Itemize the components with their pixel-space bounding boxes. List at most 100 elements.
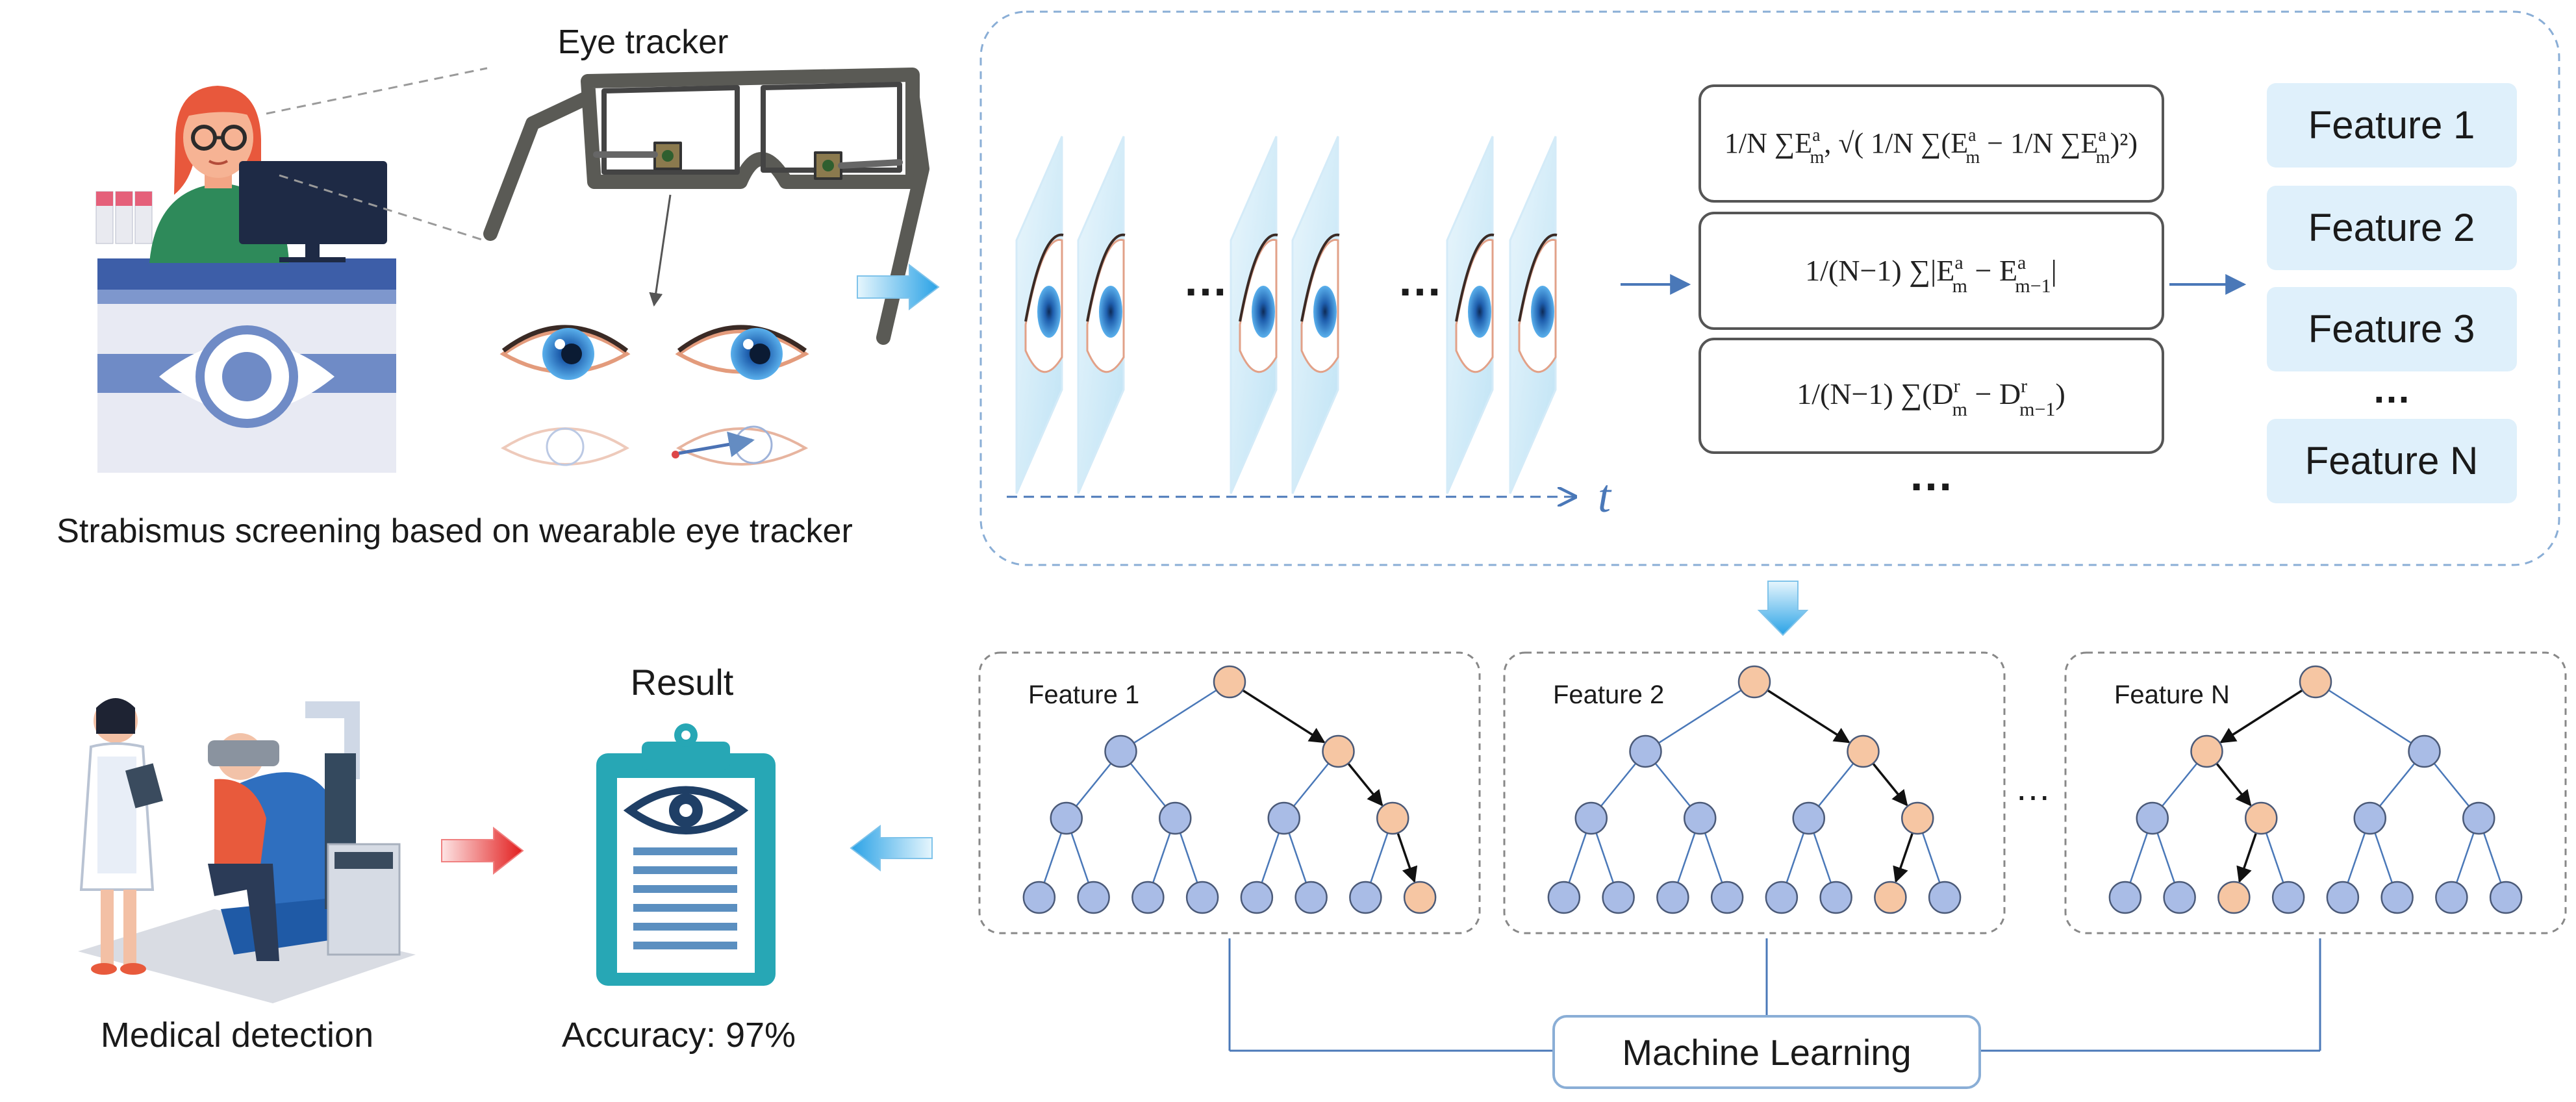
tree-edge xyxy=(1754,681,1850,744)
tree-node xyxy=(2380,881,2414,914)
tree-node xyxy=(1022,881,1056,914)
tree-node xyxy=(1077,881,1110,914)
tree-node xyxy=(1322,734,1355,768)
tree-node xyxy=(1403,881,1437,914)
tree-node xyxy=(2408,734,2441,768)
decision-trees: Feature 1 Feature 2 Feature N xyxy=(978,651,2567,934)
feature-label: Feature 3 xyxy=(2308,307,2475,351)
tree-edge xyxy=(1645,681,1755,753)
tree-node xyxy=(1819,881,1852,914)
tree-node xyxy=(1349,881,1382,914)
tree-node xyxy=(1131,881,1165,914)
tree-node xyxy=(1737,665,1771,699)
tree-node xyxy=(1602,881,1635,914)
feature-label: Feature 2 xyxy=(2308,206,2475,249)
left-eye-icon xyxy=(499,325,631,380)
tree-panel xyxy=(1503,651,2006,934)
ellipsis-features: … xyxy=(2372,368,2411,411)
tree-node xyxy=(1213,665,1246,699)
right-eye-outline-icon xyxy=(672,425,809,466)
tree-node xyxy=(2462,801,2495,835)
flow-arrow-red-icon xyxy=(441,826,524,875)
tree-node xyxy=(1629,734,1662,768)
tree-edge xyxy=(2219,681,2316,744)
tree-node xyxy=(1928,881,1962,914)
tree-label: Feature 1 xyxy=(1028,681,1139,709)
machine-learning-label: Machine Learning xyxy=(1622,1032,1911,1073)
svg-text:1/N ∑Eam, √( 1/N ∑(Eam − 1/N ∑: 1/N ∑Eam, √( 1/N ∑(Eam − 1/N ∑Eam)²) xyxy=(1724,125,2138,168)
svg-text:1/(N−1) ∑(Drm − Drm−1): 1/(N−1) ∑(Drm − Drm−1) xyxy=(1797,375,2065,420)
tree-node xyxy=(1104,734,1137,768)
eye-frame xyxy=(1077,136,1126,494)
zoom-guide-line xyxy=(279,174,485,242)
eye-images xyxy=(499,325,809,466)
machine-learning-box xyxy=(1552,1015,1981,1089)
medical-detection-label: Medical detection xyxy=(101,1016,373,1055)
tree-node xyxy=(2217,881,2251,914)
feature-label: Feature N xyxy=(2305,439,2479,482)
tree-node xyxy=(1050,801,1083,835)
ellipsis-trees: … xyxy=(2015,767,2051,808)
tree-node xyxy=(2163,881,2196,914)
pointer-arrow xyxy=(649,194,672,307)
tree-node xyxy=(1294,881,1328,914)
screening-illustration xyxy=(95,86,396,473)
feature-extraction-panel xyxy=(979,10,2560,566)
tree-panel xyxy=(2064,651,2567,934)
ml-connector xyxy=(1228,938,2321,1052)
tree-node xyxy=(1874,881,1907,914)
svg-text:1/(N−1) ∑|Eam − Eam−1|: 1/(N−1) ∑|Eam − Eam−1| xyxy=(1805,252,2057,297)
ellipsis-frames-1: … xyxy=(1183,255,1228,305)
tree-node xyxy=(1765,881,1799,914)
time-axis-label: t xyxy=(1598,470,1612,522)
eye-frame-sequence xyxy=(1015,136,1558,494)
tree-node xyxy=(1847,734,1880,768)
tree-edge xyxy=(1229,681,1326,744)
left-eye-outline-icon xyxy=(501,427,629,466)
tree-label: Feature 2 xyxy=(1553,681,1664,709)
eye-frame xyxy=(1015,136,1064,494)
tree-node xyxy=(2190,734,2223,768)
feature-box: Feature N xyxy=(2267,419,2517,503)
right-eye-icon xyxy=(675,325,809,380)
tree-node xyxy=(1901,801,1934,835)
feature-box: Feature 2 xyxy=(2267,186,2517,270)
tree-node xyxy=(1159,801,1192,835)
ellipsis-frames-2: … xyxy=(1397,255,1443,305)
screening-caption: Strabismus screening based on wearable e… xyxy=(57,512,853,550)
eye-tracker-label: Eye tracker xyxy=(558,23,729,61)
result-clipboard-icon xyxy=(596,723,776,986)
tree-node xyxy=(2353,801,2386,835)
feature-list: Feature 1 Feature 2 Feature 3 … Feature … xyxy=(2267,83,2517,503)
eye-frame xyxy=(1291,136,1340,494)
decision-tree: Feature N xyxy=(2064,651,2567,934)
result-title: Result xyxy=(631,662,734,703)
tree-node xyxy=(2299,665,2332,699)
feature-box: Feature 1 xyxy=(2267,83,2517,168)
tree-panel xyxy=(978,651,1481,934)
tree-node xyxy=(1792,801,1825,835)
accuracy-label: Accuracy: 97% xyxy=(562,1016,796,1055)
feature-box: Feature 3 xyxy=(2267,287,2517,371)
flow-arrow-down-icon xyxy=(1757,581,1809,636)
tree-node xyxy=(2489,881,2523,914)
tree-node xyxy=(1267,801,1300,835)
tree-label: Feature N xyxy=(2114,681,2230,709)
test-tubes-icon xyxy=(95,191,153,244)
tree-node xyxy=(2108,881,2142,914)
eye-frame xyxy=(1446,136,1495,494)
monitor-icon xyxy=(239,161,387,262)
decision-tree: Feature 2 xyxy=(1503,651,2006,934)
tree-node xyxy=(1656,881,1689,914)
medical-detection-illustration xyxy=(78,698,416,1003)
tree-edge xyxy=(1120,681,1230,753)
tree-node xyxy=(1710,881,1744,914)
tree-node xyxy=(2245,801,2278,835)
tree-node xyxy=(1574,801,1608,835)
ellipsis-formulas: … xyxy=(1908,449,1954,500)
tree-node xyxy=(1547,881,1581,914)
zoom-guide-line xyxy=(266,67,488,115)
